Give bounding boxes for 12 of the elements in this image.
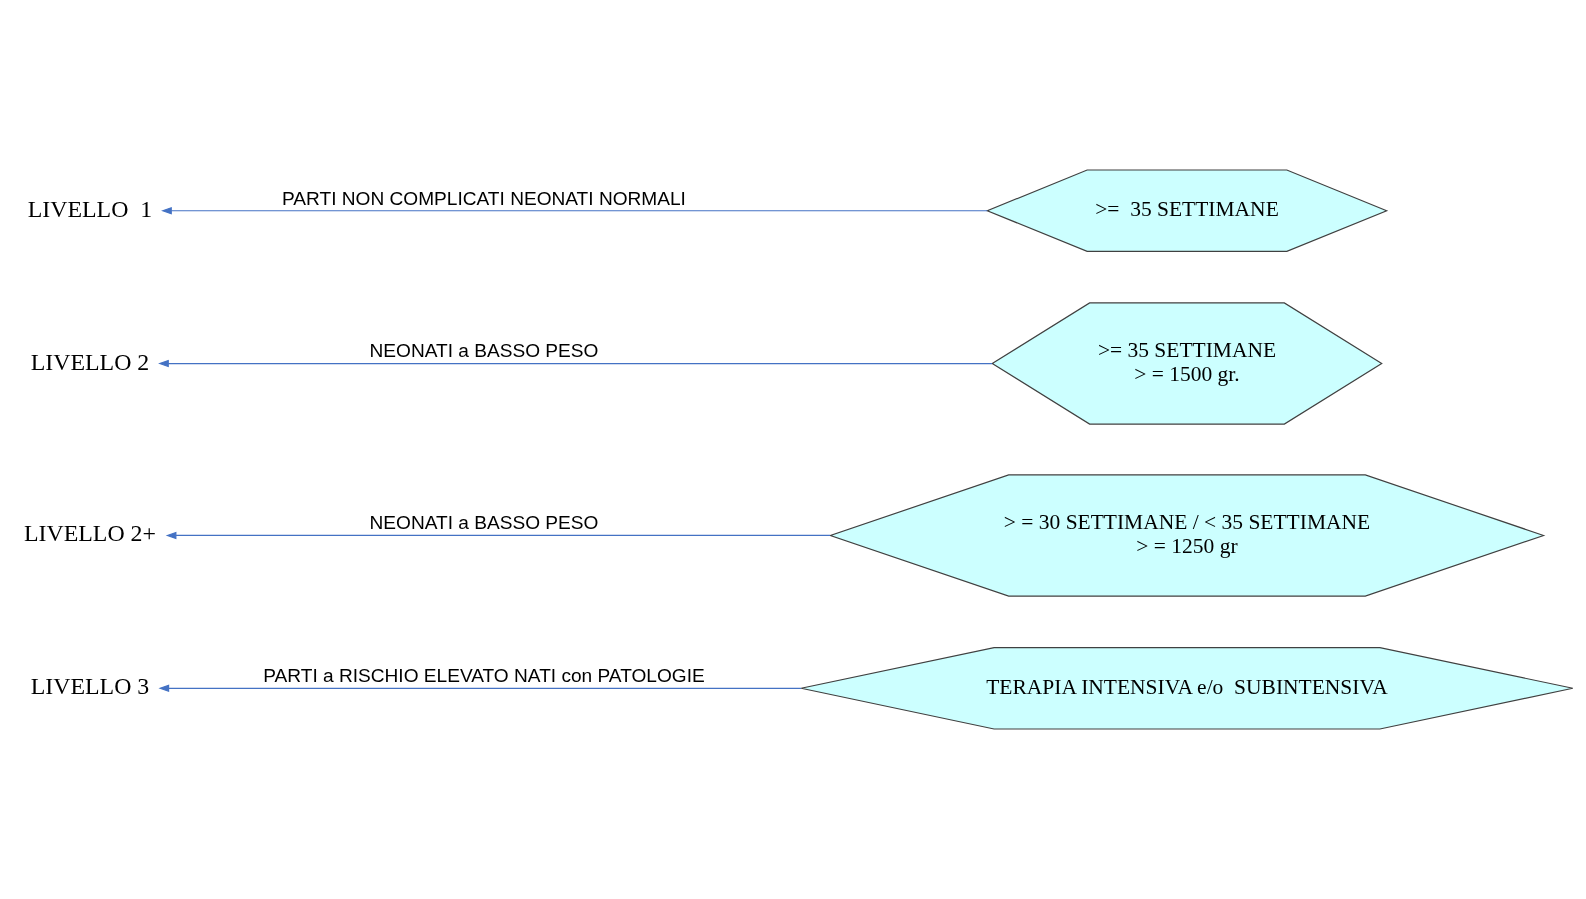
node-text: LIVELLO 1 <box>27 195 153 222</box>
node-text: LIVELLO 2 <box>30 348 150 375</box>
arrow <box>165 531 831 540</box>
node-text: LIVELLO 2+ <box>23 520 157 547</box>
node-text: LIVELLO 3 <box>30 673 150 700</box>
arrow <box>158 684 802 693</box>
edge-label: NEONATI a BASSO PESO <box>369 340 599 362</box>
edge-label: PARTI NON COMPLICATI NEONATI NORMALI <box>282 187 686 209</box>
edge-label: NEONATI a BASSO PESO <box>369 512 599 534</box>
arrow <box>158 359 993 368</box>
edge-label: PARTI a RISCHIO ELEVATO NATI con PATOLOGIE <box>263 665 705 687</box>
arrow <box>161 206 988 215</box>
